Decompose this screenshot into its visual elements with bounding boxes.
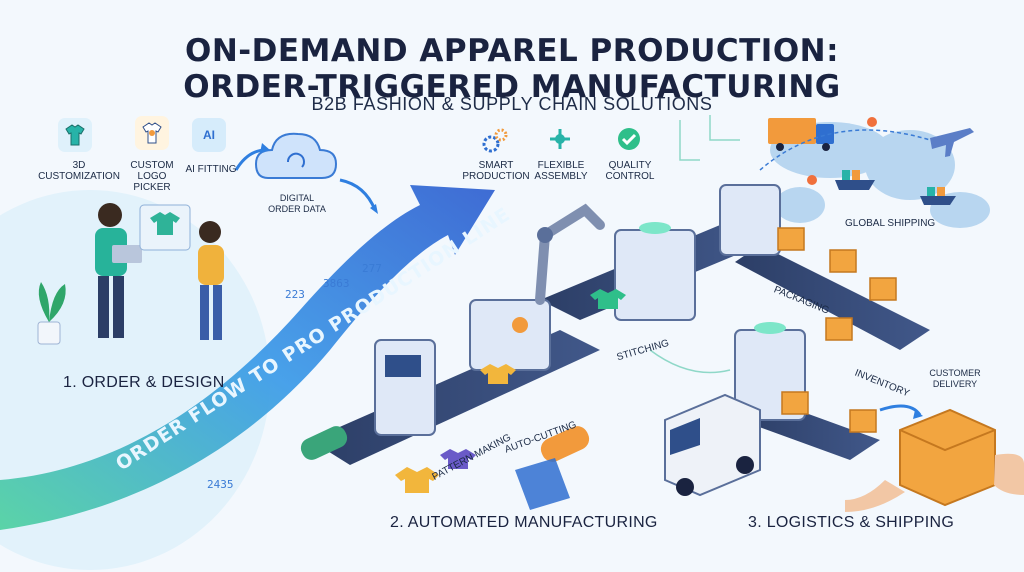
packaging-machine <box>719 184 781 256</box>
package-boxes <box>777 227 897 433</box>
robot-arm <box>535 203 605 305</box>
order-flow-arrow <box>0 185 495 530</box>
truck-illustration <box>768 118 834 151</box>
ship-illustration <box>835 170 956 205</box>
check-shield-icon <box>612 122 646 156</box>
shirt-3d-icon <box>58 118 92 152</box>
subtitle: B2B FASHION & SUPPLY CHAIN SOLUTIONS <box>311 94 713 114</box>
plant <box>37 282 66 345</box>
gears-icon <box>478 124 512 158</box>
designer-person-2 <box>198 221 224 340</box>
flow-number-3: 277 <box>362 262 382 275</box>
phase-3-label: 3. LOGISTICS & SHIPPING <box>748 514 955 531</box>
plane-illustration <box>930 128 974 157</box>
phase-2-label: 2. AUTOMATED MANUFACTURING <box>390 514 658 531</box>
flow-number-1: 223 <box>285 288 305 301</box>
label-quality-control: QUALITY CONTROL <box>605 160 655 182</box>
phase-1-label: 1. ORDER & DESIGN <box>63 374 225 391</box>
label-flexible-assembly: FLEXIBLE ASSEMBLY <box>534 160 588 182</box>
flow-number-2: 3863 <box>323 277 350 290</box>
assembly-icon <box>543 122 577 156</box>
title-line-2: ORDER-TRIGGERED MANUFACTURING <box>183 69 841 105</box>
flow-number-4: 2435 <box>207 478 234 491</box>
auto-cutting-machine <box>469 299 551 371</box>
label-ai-fitting: AI FITTING <box>185 164 237 175</box>
design-shirt-panel <box>139 204 191 251</box>
stitching-machine <box>614 222 696 321</box>
label-global-shipping: GLOBAL SHIPPING <box>845 218 936 229</box>
label-custom-logo-picker: CUSTOM LOGO PICKER <box>130 160 174 193</box>
label-digital-order-data: DIGITAL ORDER DATA <box>268 193 326 214</box>
delivery-van <box>664 393 761 497</box>
ai-icon: AI <box>192 118 226 152</box>
title-line-1: ON-DEMAND APPAREL PRODUCTION: <box>184 33 840 69</box>
pattern-making-machine <box>374 339 436 436</box>
designer-person-1 <box>95 203 142 338</box>
label-3d-customization: 3D CUSTOMIZATION <box>38 160 120 182</box>
logo-shirt-icon <box>135 116 169 150</box>
customer-delivery-box <box>845 408 1024 512</box>
cloud-icon <box>254 132 338 179</box>
label-smart-production: SMART PRODUCTION <box>462 160 530 182</box>
label-customer-delivery: CUSTOMER DELIVERY <box>929 368 981 389</box>
fabric-roll-green <box>300 426 348 460</box>
fabric-roll-orange <box>515 426 590 510</box>
